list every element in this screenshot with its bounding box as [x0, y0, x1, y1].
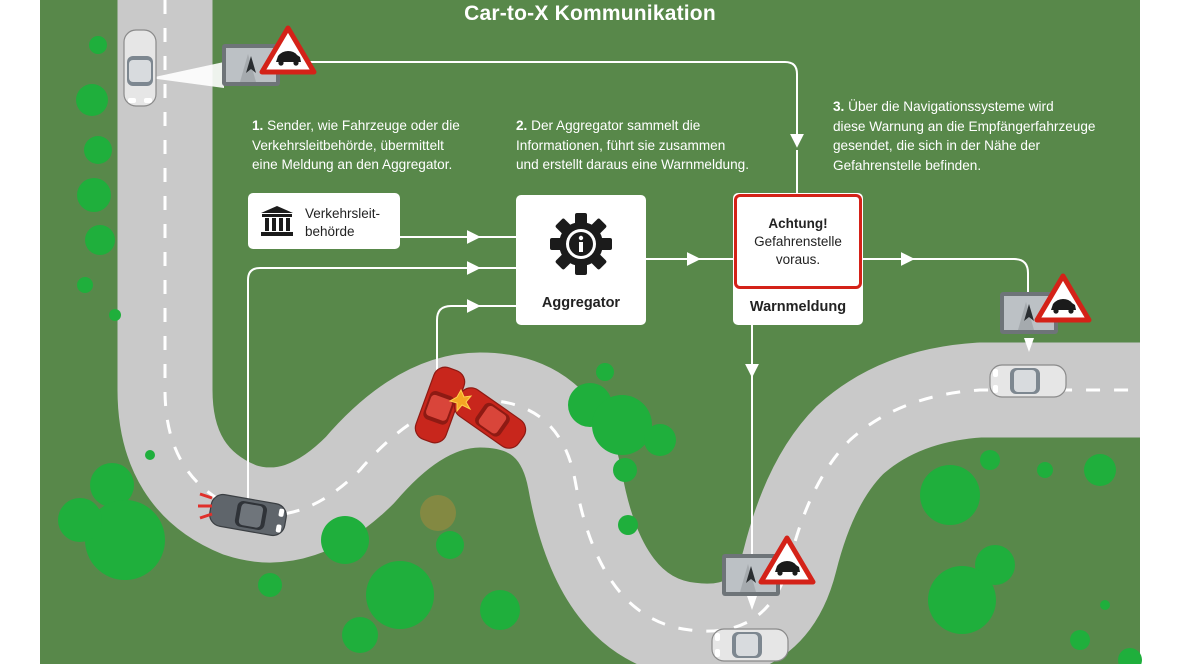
- step-3-text: 3. Über die Navigationssysteme wird dies…: [833, 97, 1095, 175]
- warning-line: Gefahrenstelle: [754, 234, 842, 249]
- brake-lights: [198, 492, 213, 520]
- step-1-line: eine Meldung an den Aggregator.: [252, 157, 453, 172]
- warning-label: Warnmeldung: [749, 299, 847, 315]
- car-top: [123, 29, 157, 107]
- step-2-line: Der Aggregator sammelt die: [531, 118, 701, 133]
- car-right: [989, 364, 1067, 398]
- authority-label-line: behörde: [305, 224, 355, 239]
- step-2-number: 2.: [516, 118, 528, 133]
- warning-heading: Achtung!: [768, 216, 828, 231]
- accident-dirt: [420, 495, 456, 531]
- diagram-title: Car-to-X Kommunikation: [464, 2, 716, 25]
- communication-lines: [247, 61, 1029, 554]
- step-1-line: Sender, wie Fahrzeuge oder die: [267, 118, 460, 133]
- step-3-line: diese Warnung an die Empfängerfahrzeuge: [833, 118, 1096, 134]
- collision-spark-icon: [448, 388, 473, 413]
- step-1-number: 1.: [252, 118, 264, 133]
- gear-info-icon: [550, 213, 612, 275]
- step-3-line: Über die Navigationssysteme wird: [848, 99, 1054, 114]
- signal-beam: [150, 62, 224, 88]
- authority-label: Verkehrsleit- behörde: [305, 205, 380, 241]
- step-3-line: Gefahrenstelle befinden.: [833, 157, 982, 173]
- step-3-number: 3.: [833, 99, 845, 114]
- authority-node: Verkehrsleit- behörde: [248, 193, 400, 249]
- step-2-line: und erstellt daraus eine Warnmeldung.: [516, 157, 749, 172]
- aggregator-label: Aggregator: [541, 295, 621, 311]
- aggregator-node: Aggregator: [516, 195, 646, 325]
- authority-label-line: Verkehrsleit-: [305, 206, 381, 221]
- government-building-icon: [261, 206, 293, 236]
- trees: [58, 36, 1142, 669]
- step-1-text: 1. Sender, wie Fahrzeuge oder die Verkeh…: [252, 116, 460, 175]
- warning-line: voraus.: [775, 252, 821, 267]
- car-bottom-center: [711, 628, 789, 662]
- step-2-text: 2. Der Aggregator sammelt die Informatio…: [516, 116, 749, 175]
- warning-alert-box: Achtung! Gefahrenstelle voraus.: [734, 194, 862, 289]
- step-2-line: Informationen, führt sie zusammen: [516, 137, 726, 153]
- warning-node: Achtung! Gefahrenstelle voraus. Warnmeld…: [733, 193, 863, 325]
- step-1-line: Verkehrsleitbehörde, übermittelt: [252, 137, 444, 153]
- step-3-line: gesendet, die sich in der Nähe der: [833, 138, 1041, 153]
